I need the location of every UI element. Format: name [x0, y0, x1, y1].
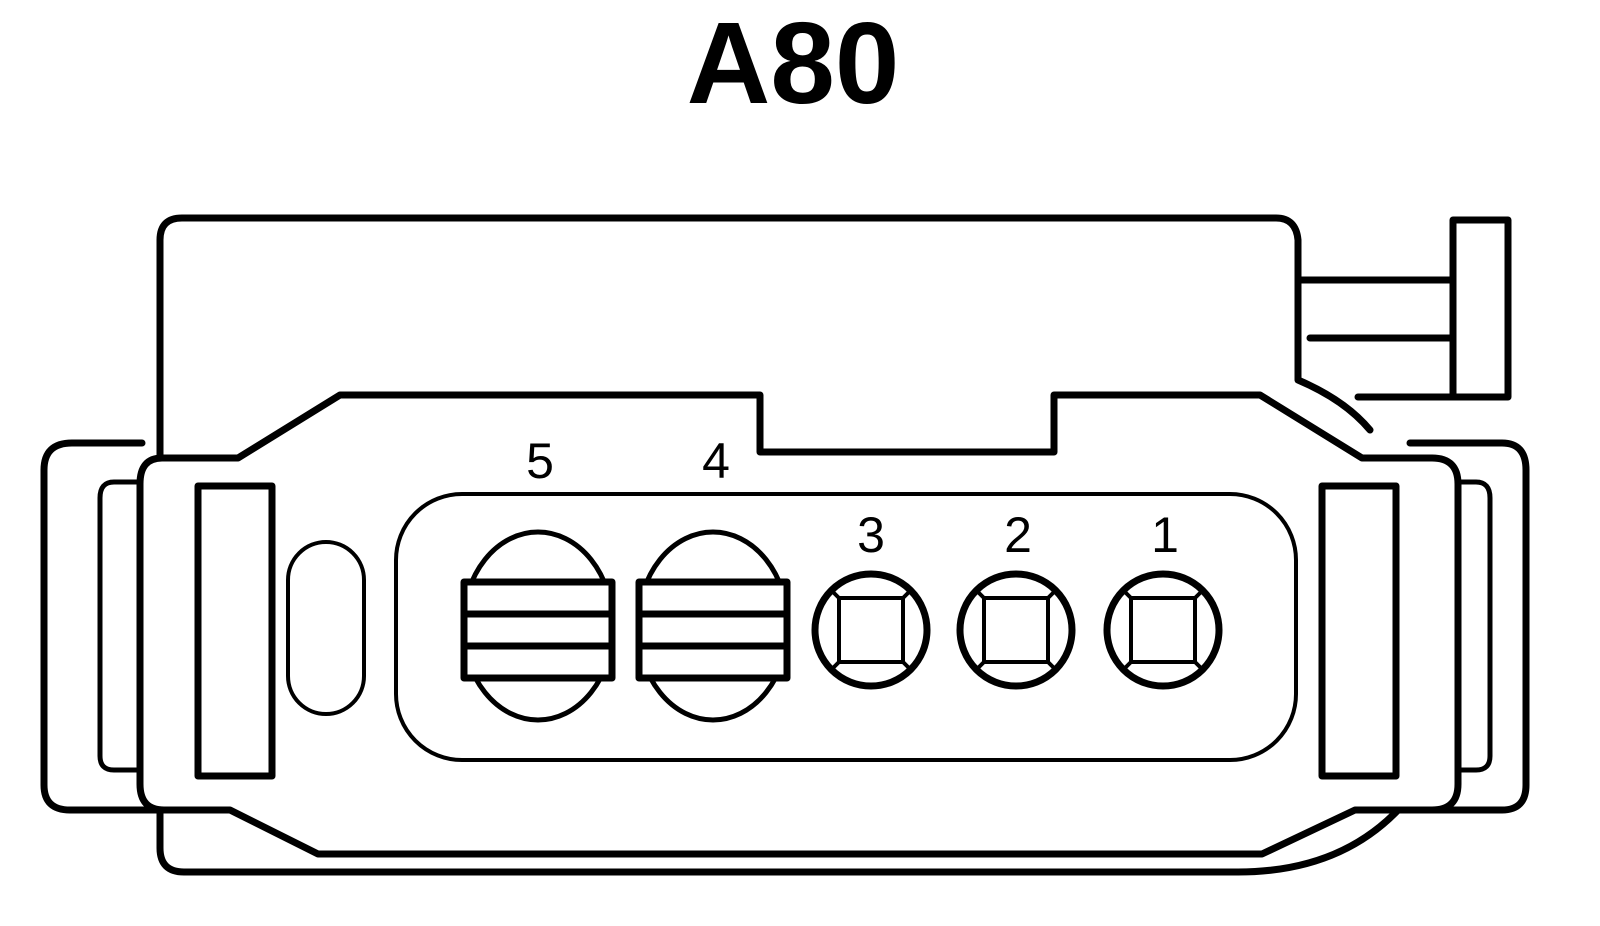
pin-3: 3 — [811, 507, 931, 690]
keying-slot — [286, 540, 366, 716]
connector-title: A80 — [687, 0, 900, 128]
pin-3-square-terminal — [837, 596, 905, 664]
pin-2-terminal-line — [1046, 589, 1057, 600]
pin-1-cavity — [1103, 570, 1223, 690]
pin-4-blade-terminal — [635, 578, 791, 682]
left-flange — [40, 439, 164, 814]
pin-3-cavity — [811, 570, 931, 690]
pin-5-blade-terminal — [460, 578, 616, 682]
pin-1: 1 — [1103, 507, 1223, 690]
pin-5: 5 — [460, 433, 616, 723]
pin-3-terminal-line — [830, 589, 841, 600]
pin-2-terminal-line — [975, 660, 986, 671]
pin-2-cavity — [956, 570, 1076, 690]
pin-cavity-area — [394, 492, 1298, 762]
pin-1-terminal-line — [1193, 660, 1204, 671]
left-inner-bracket — [97, 479, 143, 773]
pin-2: 2 — [956, 507, 1076, 690]
pin-2-terminal-line — [1046, 660, 1057, 671]
pin-2-square-terminal — [982, 596, 1050, 664]
pin-1-terminal-line — [1122, 589, 1133, 600]
front-face — [136, 391, 1462, 858]
pin-3-terminal-line — [901, 660, 912, 671]
right-inner-bracket — [1447, 479, 1493, 773]
pin-2-label: 2 — [1004, 507, 1032, 563]
connector-housing — [40, 214, 1530, 876]
pin-2-terminal-line — [975, 589, 986, 600]
pin-1-square-terminal — [1129, 596, 1197, 664]
right-mounting-slot — [1318, 482, 1400, 780]
left-mounting-slot — [194, 482, 276, 780]
pin-1-label: 1 — [1151, 507, 1179, 563]
pin-3-label: 3 — [857, 507, 885, 563]
pin-5-label: 5 — [526, 433, 554, 489]
right-flange — [1406, 439, 1530, 814]
pin-1-terminal-line — [1122, 660, 1133, 671]
pin-1-terminal-line — [1193, 589, 1204, 600]
pin-4-label: 4 — [702, 433, 730, 489]
pin-3-terminal-line — [830, 660, 841, 671]
pin-4: 4 — [635, 433, 791, 723]
pin-3-terminal-line — [901, 589, 912, 600]
housing-back-shell — [156, 214, 1404, 876]
locking-latch — [1296, 216, 1512, 401]
